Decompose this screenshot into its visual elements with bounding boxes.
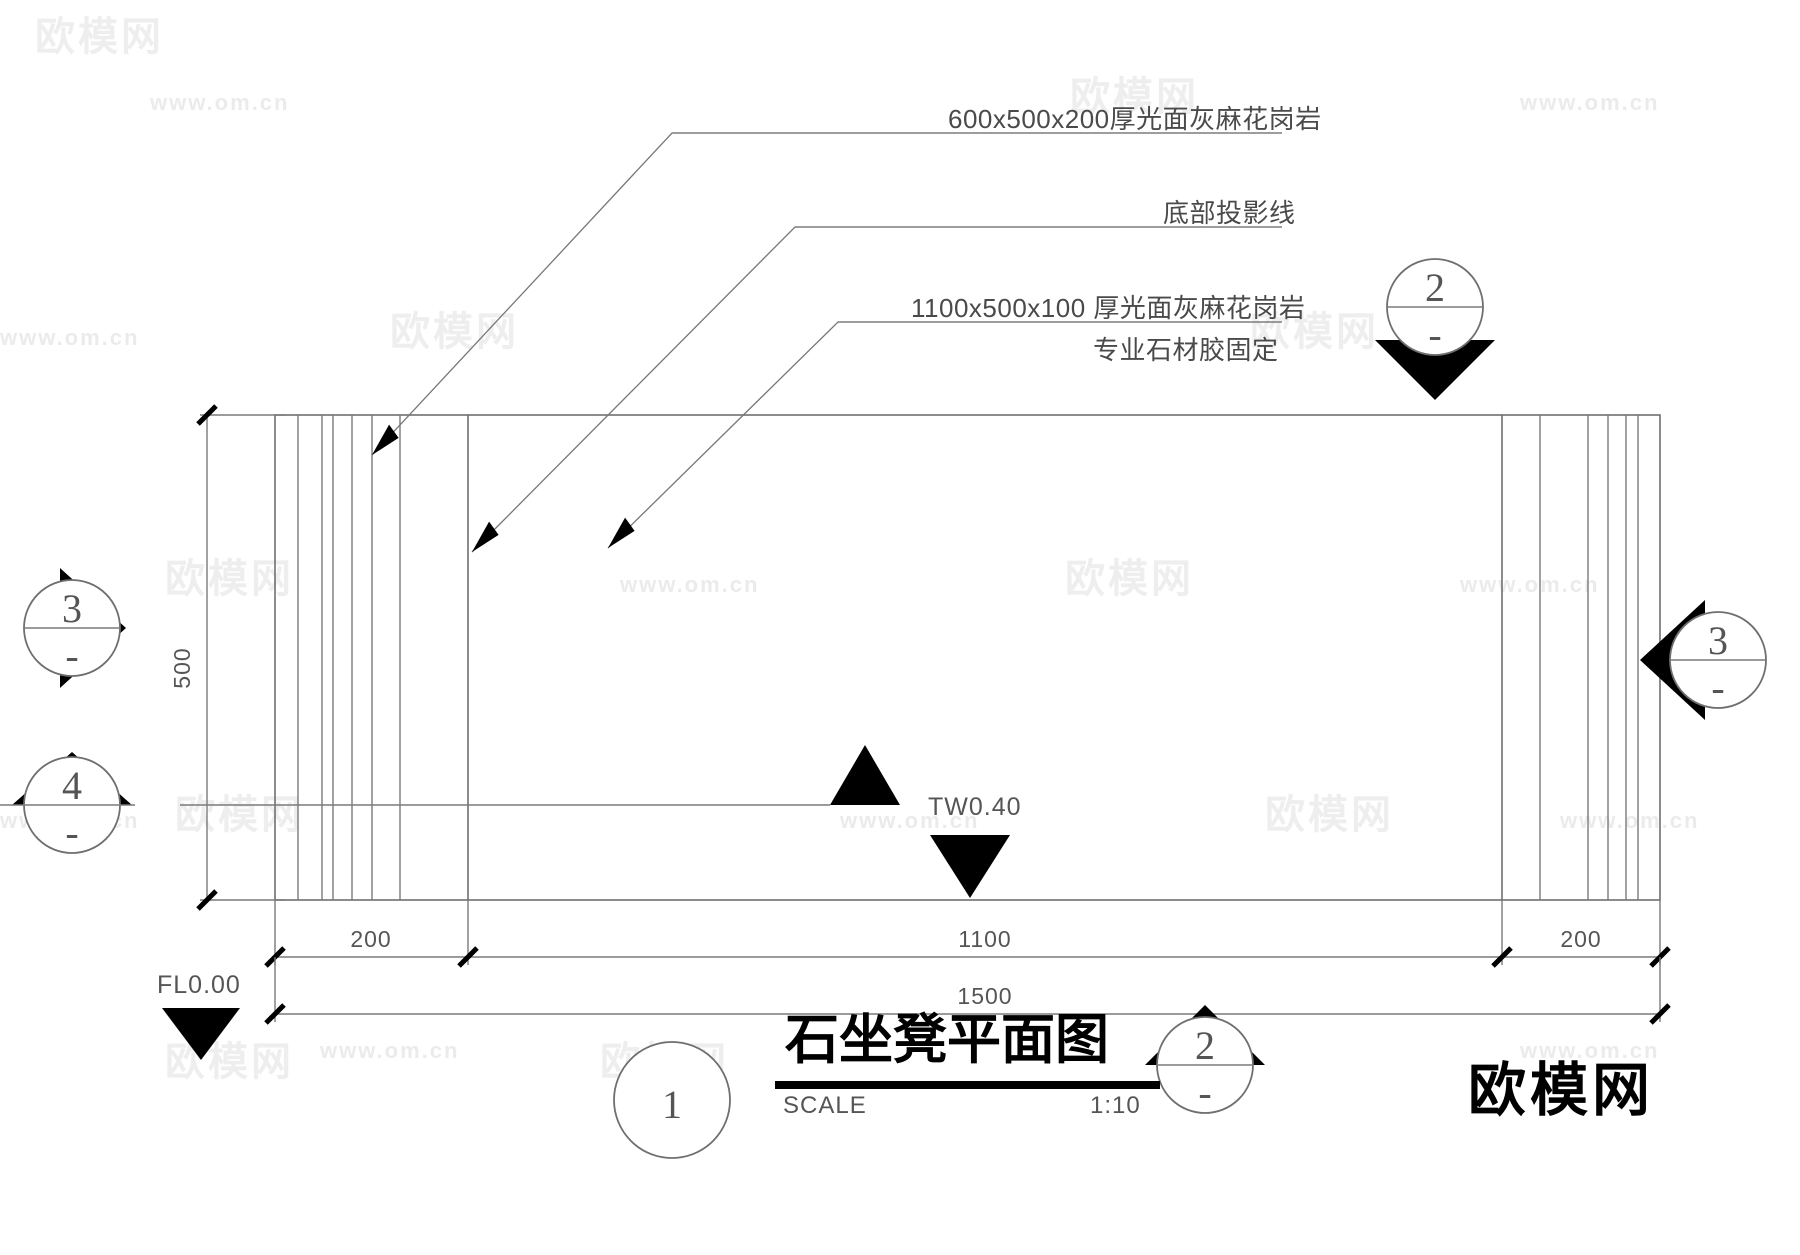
watermark-url: www.om.cn <box>0 325 139 350</box>
level-triangle-up <box>830 745 900 805</box>
annotation-group-2: 底部投影线 <box>795 198 1296 228</box>
level-triangle-down <box>930 835 1010 898</box>
watermark-cn: 欧模网 <box>165 557 294 601</box>
brand-logo: 欧模网 <box>1468 1058 1654 1123</box>
level-label-tw: TW0.40 <box>928 793 1022 821</box>
level-triangle-down <box>162 1008 240 1060</box>
dimension-value-seg-2: 1100 <box>958 926 1011 952</box>
title-marker-number: 1 <box>662 1082 682 1127</box>
marker-dash: - <box>65 633 78 678</box>
annotation-group-1: 600x500x200厚光面灰麻花岗岩 <box>672 104 1322 134</box>
level-marker-tw: TW0.40 <box>180 745 1022 898</box>
level-label-fl: FL0.00 <box>157 971 241 999</box>
annotation-group-3: 1100x500x100 厚光面灰麻花岗岩 专业石材胶固定 <box>838 293 1305 365</box>
marker-number: 3 <box>1708 618 1728 663</box>
marker-dash: - <box>1198 1070 1211 1115</box>
watermark-cn: 欧模网 <box>390 310 519 354</box>
watermark-url: www.om.cn <box>319 1038 459 1063</box>
watermark-cn: 欧模网 <box>1250 310 1379 354</box>
scale-label: SCALE <box>783 1092 867 1119</box>
section-marker-top-right[interactable]: 2 - <box>1375 258 1495 400</box>
watermark-cn: 欧模网 <box>35 15 164 59</box>
watermark-url: www.om.cn <box>619 572 759 597</box>
dimension-overall-1500: 1500 <box>264 957 1671 1025</box>
watermark-layer: www.om.cn www.om.cn www.om.cn www.om.cn … <box>0 15 1699 1084</box>
watermark-cn: 欧模网 <box>1265 793 1394 837</box>
brand-label: 欧模网 <box>1468 1058 1654 1123</box>
watermark-url: www.om.cn <box>1559 808 1699 833</box>
title-marker-circle <box>613 1041 731 1159</box>
annotation-label-4: 专业石材胶固定 <box>1093 335 1279 365</box>
watermark-cn: 欧模网 <box>1070 75 1199 119</box>
section-marker-bottom-right[interactable]: 2 - <box>1145 1005 1265 1115</box>
marker-dash: - <box>1711 665 1724 710</box>
watermark-cn: 欧模网 <box>1065 557 1194 601</box>
marker-number: 4 <box>62 763 82 808</box>
watermark-url: www.om.cn <box>1519 1038 1659 1063</box>
level-marker-fl: FL0.00 <box>157 971 241 1060</box>
watermark-cn: 欧模网 <box>175 793 304 837</box>
annotation-label-2: 底部投影线 <box>1163 198 1296 228</box>
dimension-value-overall: 1500 <box>957 983 1012 1009</box>
section-marker-right[interactable]: 3 - <box>1640 600 1767 720</box>
bench-right-joint-lines <box>1539 415 1639 900</box>
marker-arrow-down <box>1375 340 1495 400</box>
marker-number: 2 <box>1425 265 1445 310</box>
leader-arrow-3 <box>608 517 635 548</box>
watermark-url: www.om.cn <box>1459 572 1599 597</box>
annotation-label-1: 600x500x200厚光面灰麻花岗岩 <box>948 104 1322 134</box>
bench-left-joint-lines <box>297 415 401 900</box>
drawing-title: 石坐凳平面图 <box>785 1010 1109 1070</box>
leader-arrow-2 <box>472 521 499 552</box>
watermark-url: www.om.cn <box>1519 90 1659 115</box>
watermark-cn: 欧模网 <box>165 1040 294 1084</box>
section-marker-left[interactable]: 3 - <box>23 568 126 688</box>
leader-arrow-1 <box>372 424 399 455</box>
marker-dash: - <box>65 810 78 855</box>
watermark-url: www.om.cn <box>149 90 289 115</box>
title-block: 1 石坐凳平面图 SCALE 1:10 <box>613 1010 1160 1159</box>
marker-number: 3 <box>62 586 82 631</box>
dimension-chain-horizontal: 200 1100 200 <box>264 900 1671 968</box>
marker-number: 2 <box>1195 1023 1215 1068</box>
annotation-label-3: 1100x500x100 厚光面灰麻花岗岩 <box>911 293 1305 323</box>
scale-value: 1:10 <box>1090 1092 1141 1119</box>
watermark-url: www.om.cn <box>839 808 979 833</box>
marker-dash: - <box>1428 312 1441 357</box>
section-marker-left-lower[interactable]: 4 - <box>0 752 135 855</box>
dimension-value-seg-1: 200 <box>350 926 391 952</box>
dimension-value-seg-3: 200 <box>1560 926 1601 952</box>
dimension-vertical-500: 500 <box>169 404 285 911</box>
dimension-value-vertical: 500 <box>169 647 195 688</box>
